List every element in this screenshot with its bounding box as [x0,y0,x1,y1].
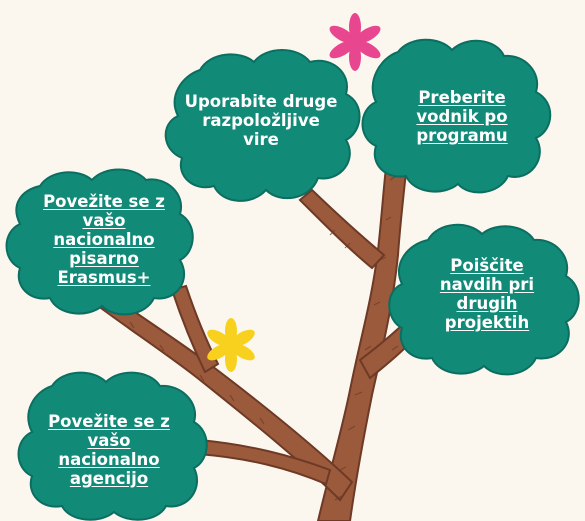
pink-flower-icon [329,13,381,71]
read-guide-link[interactable]: Preberite vodnik po programu [416,88,508,145]
cloud-contact-agency [17,371,208,521]
cloud-contact-office [5,168,194,316]
cloud-use-resources [164,49,361,202]
cloud-read-guide [361,38,552,194]
find-inspiration-link[interactable]: Poiščite navdih pri drugih projektih [439,256,535,332]
cloud-find-inspiration [388,223,580,376]
contact-office-link[interactable]: Povežite se z vašo nacionalno pisarno Er… [43,192,165,287]
node-use-resources: Uporabite druge razpoložljive vire [182,92,340,149]
node-contact-office[interactable]: Povežite se z vašo nacionalno pisarno Er… [36,192,172,287]
node-find-inspiration[interactable]: Poiščite navdih pri drugih projektih [422,256,552,332]
node-read-guide[interactable]: Preberite vodnik po programu [392,88,532,145]
node-use-resources-text: Uporabite druge razpoložljive vire [184,92,338,149]
node-contact-agency[interactable]: Povežite se z vašo nacionalno agencijo [44,412,174,488]
yellow-flower-icon [207,318,255,372]
contact-agency-link[interactable]: Povežite se z vašo nacionalno agencijo [48,412,170,488]
